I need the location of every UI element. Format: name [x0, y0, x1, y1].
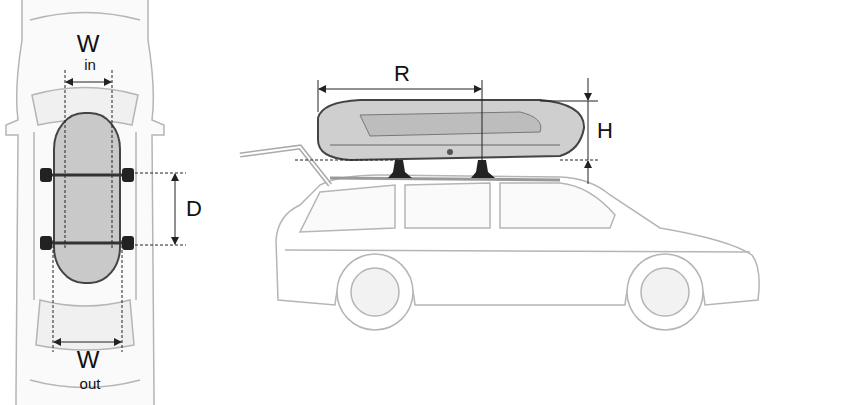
dimension-subscript: in: [84, 57, 96, 72]
roof-feet-side: [330, 160, 560, 180]
dimension-letter: W: [77, 348, 100, 372]
car-top-view: [6, 0, 164, 405]
dimension-letter: R: [394, 63, 410, 85]
bar-distance-dimension: [130, 173, 186, 245]
width-inner-dimension: [65, 70, 112, 250]
roof-box-top: [54, 113, 120, 283]
box-height-dimension: [540, 78, 598, 184]
dimension-subscript: out: [80, 376, 101, 391]
dimension-letter: D: [186, 198, 202, 220]
box-length-dimension: [295, 80, 482, 165]
roof-box-side: [318, 100, 584, 160]
car-side-view: [240, 147, 759, 330]
dimension-letter: H: [597, 120, 613, 142]
roof-bars-top: [40, 168, 134, 250]
width-outer-dimension: [53, 240, 122, 352]
dimension-letter: W: [77, 32, 100, 56]
